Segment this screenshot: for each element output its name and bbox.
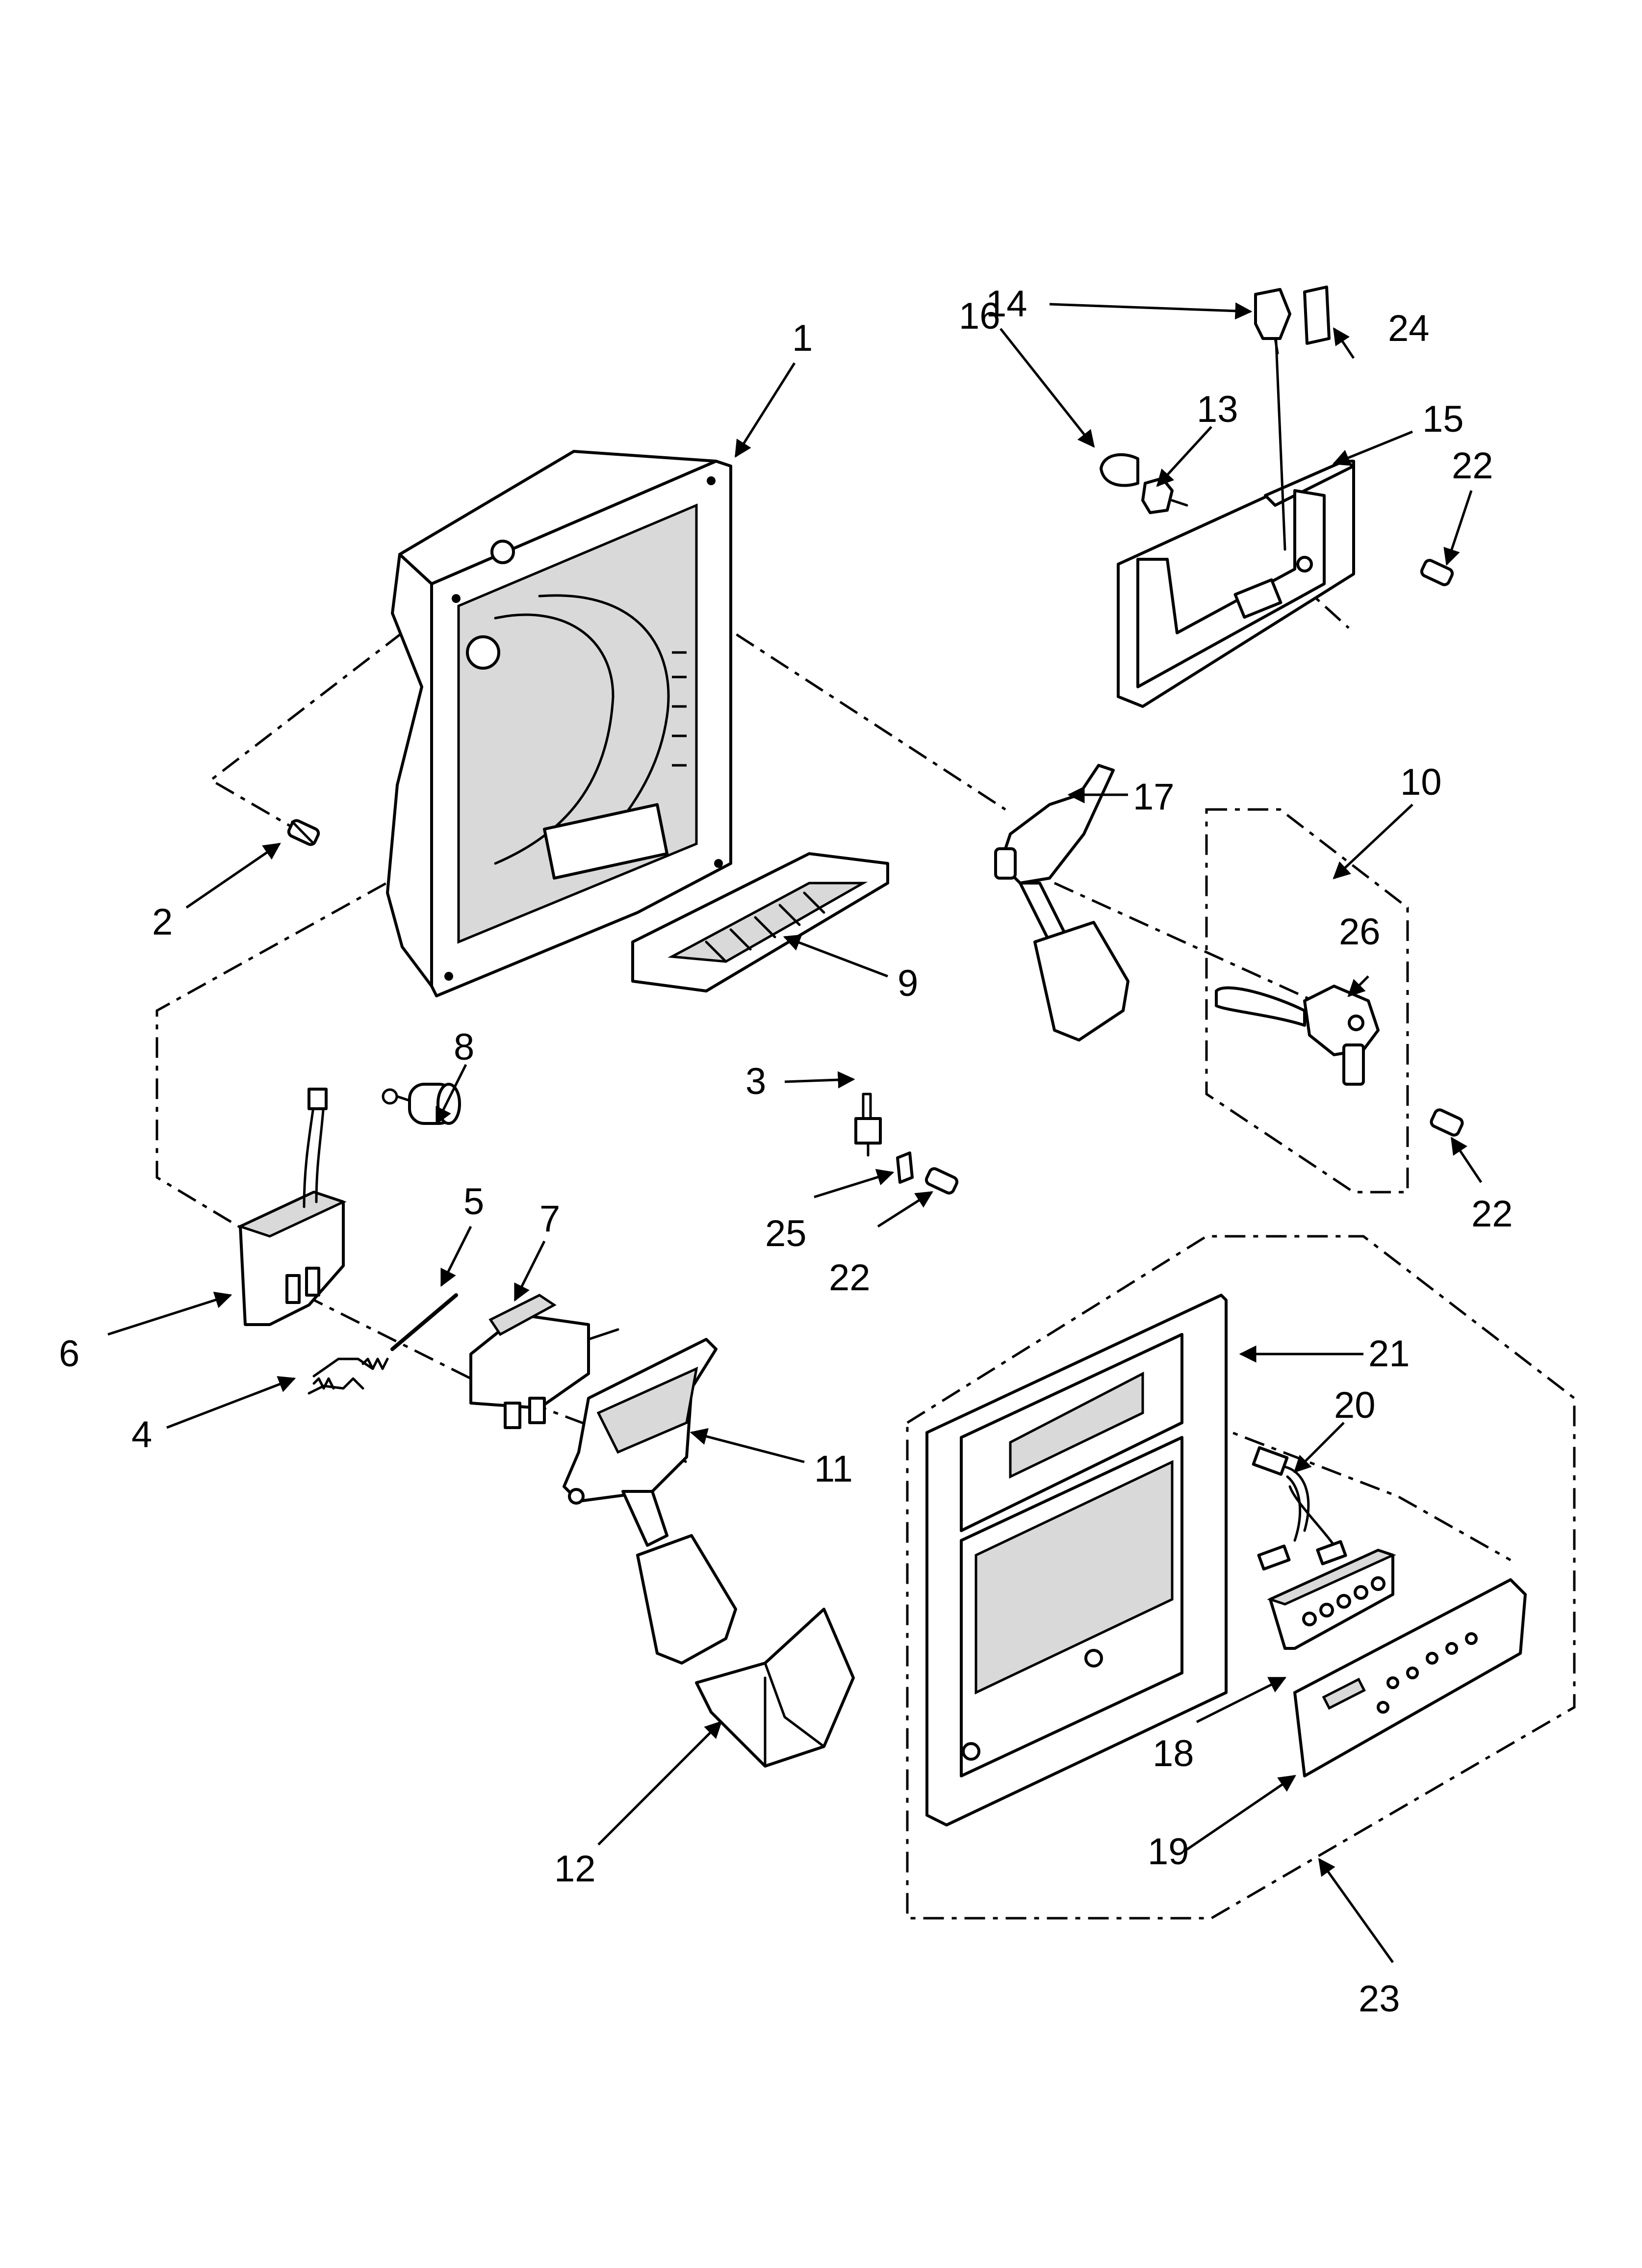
wire-harness-part-20: [1252, 1446, 1347, 1571]
callout-2: 2: [152, 901, 173, 943]
callout-22-right: 22: [1471, 1193, 1513, 1235]
callout-7: 7: [539, 1198, 560, 1240]
callout-24: 24: [1388, 308, 1430, 349]
lamp-socket-part-13: [1141, 477, 1188, 514]
water-actuator-part-26: [1215, 985, 1380, 1086]
callout-11: 11: [814, 1448, 853, 1490]
callout-3: 3: [745, 1061, 766, 1102]
callout-16: 16: [959, 295, 1001, 337]
shield-part-25: [896, 1151, 914, 1184]
leader-lines: [107, 302, 1483, 1963]
screw-part-2: [287, 819, 320, 846]
callout-18: 18: [1153, 1733, 1194, 1774]
dispenser-faceplate-part-21: [925, 1294, 1228, 1826]
callout-1: 1: [792, 317, 813, 359]
solenoid-part-6: [237, 1088, 347, 1326]
callout-23: 23: [1359, 1978, 1400, 2020]
clip-part-3: [854, 1093, 882, 1157]
control-overlay-part-19: [1293, 1578, 1527, 1777]
callout-8: 8: [454, 1026, 474, 1068]
callout-26: 26: [1339, 911, 1381, 953]
callout-9: 9: [898, 963, 918, 1004]
pin-part-5: [390, 1293, 458, 1351]
callout-10: 10: [1400, 761, 1442, 803]
drip-tray-part-9: [631, 852, 889, 992]
solenoid-bracket-part-7: [469, 1294, 619, 1429]
callout-20: 20: [1334, 1384, 1376, 1426]
insulator-part-24: [1303, 286, 1331, 345]
callout-4: 4: [131, 1414, 152, 1456]
callout-6: 6: [59, 1333, 79, 1375]
group-10-dashed-outline: [1205, 808, 1409, 1194]
callout-14: 14: [986, 283, 1027, 325]
callout-21: 21: [1368, 1333, 1410, 1375]
callout-5: 5: [463, 1181, 484, 1223]
dispenser-housing-part-1: [386, 450, 732, 997]
callout-labels: 1 2 3 4 5 6 7 8 9 10 11 12 13 14 15 16 1…: [59, 283, 1513, 2020]
callout-19: 19: [1148, 1831, 1189, 1873]
damper-part-8: [382, 1083, 461, 1125]
screw-part-22-middle: [924, 1167, 959, 1195]
ice-lever-part-17: [994, 764, 1129, 1042]
switch-part-14: [1254, 288, 1291, 355]
lamp-bulb-part-16: [1100, 453, 1139, 487]
callout-12: 12: [554, 1848, 596, 1890]
spring-part-4: [308, 1357, 389, 1395]
callout-13: 13: [1197, 389, 1238, 430]
water-lever-part-11: [563, 1338, 737, 1665]
screw-part-22-top: [1420, 559, 1454, 586]
callout-22-top: 22: [1452, 445, 1493, 487]
callout-17: 17: [1133, 776, 1175, 818]
screw-part-22-right: [1430, 1108, 1464, 1137]
callout-25: 25: [765, 1213, 807, 1254]
callout-22-middle: 22: [829, 1257, 871, 1299]
assembly-dashed-lines: [155, 543, 1512, 1562]
group-23-dashed-outline: [906, 1235, 1576, 1920]
callout-15: 15: [1422, 398, 1464, 440]
control-board-part-18: [1267, 1549, 1396, 1650]
